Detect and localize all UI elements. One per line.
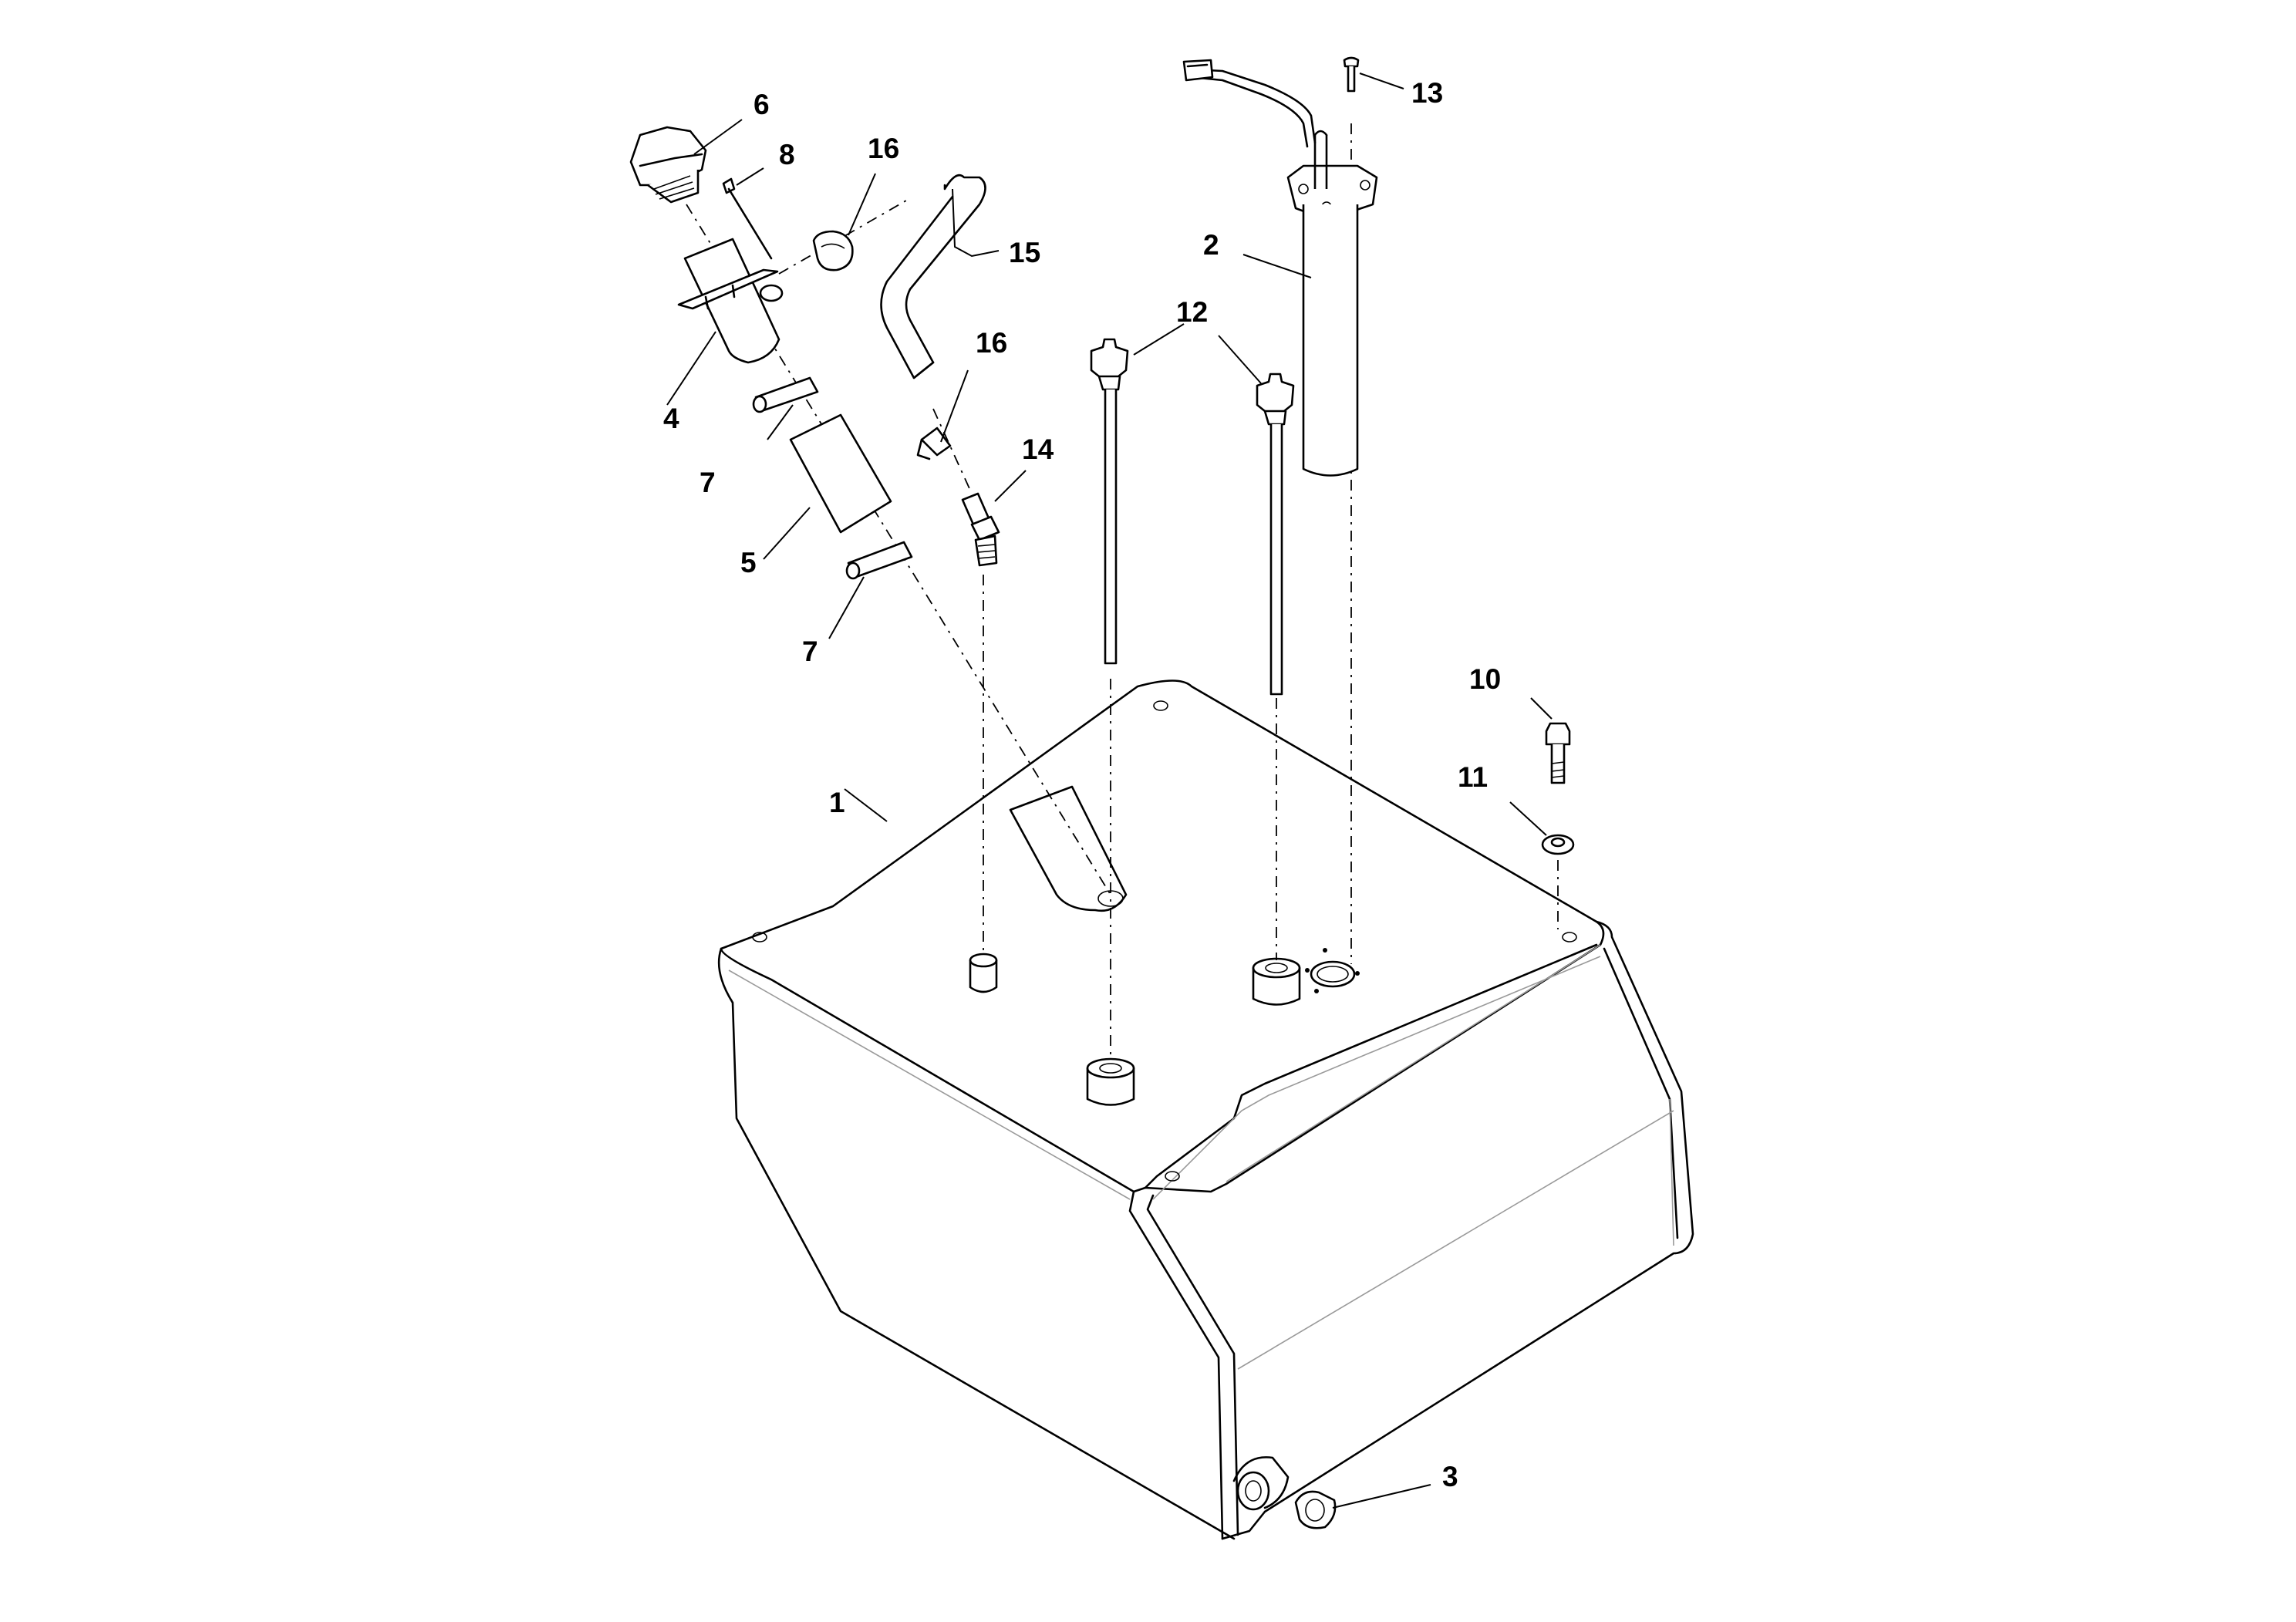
callout-3: 3 [1442,1461,1458,1492]
callout-5: 5 [740,547,757,578]
sender-opening [1305,948,1360,993]
hose-clamp-upper [812,230,854,271]
fuel-level-sender [1182,59,1378,477]
callout-7-upper: 7 [700,467,716,498]
boss-center [1086,1057,1135,1106]
callout-11: 11 [1458,761,1488,793]
screw-13 [1343,56,1360,93]
leader-lines [666,73,1553,1509]
washer-11 [1541,834,1575,855]
callout-6: 6 [754,89,770,120]
screw-8 [722,177,773,260]
drain-boss [1232,1456,1290,1511]
filler-cap [629,126,707,204]
filler-neck-housing [677,238,784,364]
vent-hose [880,174,986,379]
callout-2: 2 [1203,229,1219,261]
callout-4: 4 [663,403,679,434]
vent-fitting [961,492,1000,567]
callout-16-lower: 16 [976,327,1007,359]
callout-10: 10 [1469,663,1501,695]
hose-clip-lower [845,541,913,580]
dip-tube-left [1090,338,1129,665]
dip-tube-right [1256,373,1295,696]
callout-7-lower: 7 [802,636,818,667]
boss-left [969,953,998,993]
boss-right [1252,957,1301,1006]
callout-15: 15 [1009,237,1040,268]
callout-16-upper: 16 [868,133,899,164]
callout-1: 1 [829,787,845,818]
filler-hose [789,413,892,534]
callout-14: 14 [1022,433,1054,465]
callout-labels: 1 2 3 4 5 6 7 7 8 10 11 12 13 14 15 16 1… [663,77,1501,1492]
drain-plug [1294,1490,1337,1529]
callout-8: 8 [779,139,795,170]
assembly-axis-lines [686,123,1559,1061]
fuel-tank [717,679,1694,1540]
callout-13: 13 [1411,77,1443,109]
callout-12: 12 [1176,296,1208,328]
hose-clip-upper [752,376,819,413]
bolt-10 [1545,722,1571,784]
hose-clamp-lower [916,427,952,460]
